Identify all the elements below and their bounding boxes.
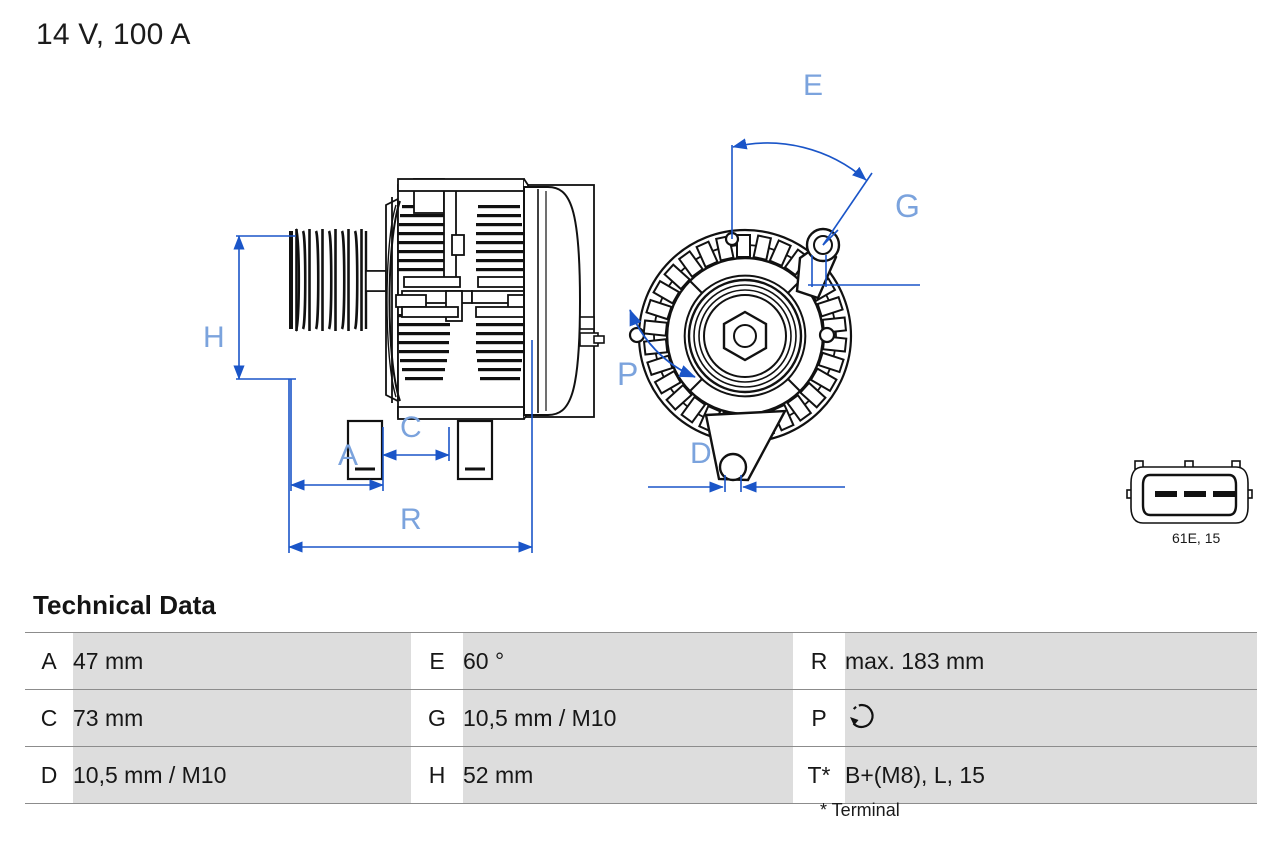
- table-value-C: 73 mm: [73, 689, 411, 747]
- table-value-P: [845, 689, 1257, 747]
- dimension-P: [629, 309, 696, 378]
- table-key-T: T*: [793, 746, 845, 804]
- technical-data-table: A 47 mm E 60 ° R max. 183 mm C 73 mm G 1…: [25, 632, 1257, 804]
- dimension-label-G: G: [895, 188, 920, 224]
- dimension-label-C: C: [400, 411, 422, 444]
- dimension-D: [648, 475, 845, 493]
- table-value-R: max. 183 mm: [845, 632, 1257, 690]
- mounting-feet: [346, 419, 494, 481]
- table-key-D: D: [25, 746, 73, 804]
- page-title: 14 V, 100 A: [36, 18, 191, 51]
- technical-drawing: H A C: [0, 55, 1280, 570]
- table-row: D 10,5 mm / M10 H 52 mm T* B+(M8), L, 15: [25, 746, 1257, 804]
- table-row: C 73 mm G 10,5 mm / M10 P: [25, 689, 1257, 747]
- table-value-E: 60 °: [463, 632, 793, 690]
- dimension-R: [288, 340, 533, 553]
- table-value-A: 47 mm: [73, 632, 411, 690]
- cooling-fins-rear: [476, 205, 524, 381]
- table-key-A: A: [25, 632, 73, 690]
- table-value-T: B+(M8), L, 15: [845, 746, 1257, 804]
- rear-terminals: [579, 316, 605, 347]
- dimension-H: [233, 235, 296, 380]
- alternator-side-view: H A C: [203, 178, 605, 553]
- dimension-label-H: H: [203, 321, 225, 354]
- table-value-H: 52 mm: [463, 746, 793, 804]
- table-key-P: P: [793, 689, 845, 747]
- connector-pins: [1155, 491, 1235, 497]
- table-key-H: H: [411, 746, 463, 804]
- dimension-label-D: D: [690, 437, 712, 470]
- table-key-R: R: [793, 632, 845, 690]
- table-row: A 47 mm E 60 ° R max. 183 mm: [25, 632, 1257, 690]
- dimension-E: [731, 138, 873, 246]
- rotation-ccw-icon: [845, 701, 879, 737]
- center-hex-nut: [722, 310, 768, 362]
- connector-diagram: [1126, 460, 1253, 524]
- pulley: [289, 228, 387, 332]
- dimension-label-R: R: [400, 503, 422, 536]
- hub-rings: [687, 278, 803, 394]
- dimension-label-A: A: [338, 439, 358, 472]
- lower-mounting-foot: [704, 409, 788, 482]
- table-value-D: 10,5 mm / M10: [73, 746, 411, 804]
- dimension-label-E: E: [803, 69, 823, 102]
- connector-label: 61E, 15: [1172, 530, 1221, 546]
- table-key-C: C: [25, 689, 73, 747]
- alternator-front-view: E G P: [617, 69, 920, 493]
- dimension-G: [808, 229, 920, 287]
- terminal-footnote: * Terminal: [820, 800, 900, 820]
- table-key-E: E: [411, 632, 463, 690]
- table-value-G: 10,5 mm / M10: [463, 689, 793, 747]
- dimension-label-P: P: [617, 356, 638, 392]
- rear-cover: [523, 186, 582, 416]
- dimension-C: [382, 427, 450, 461]
- technical-data-heading: Technical Data: [33, 590, 216, 620]
- table-key-G: G: [411, 689, 463, 747]
